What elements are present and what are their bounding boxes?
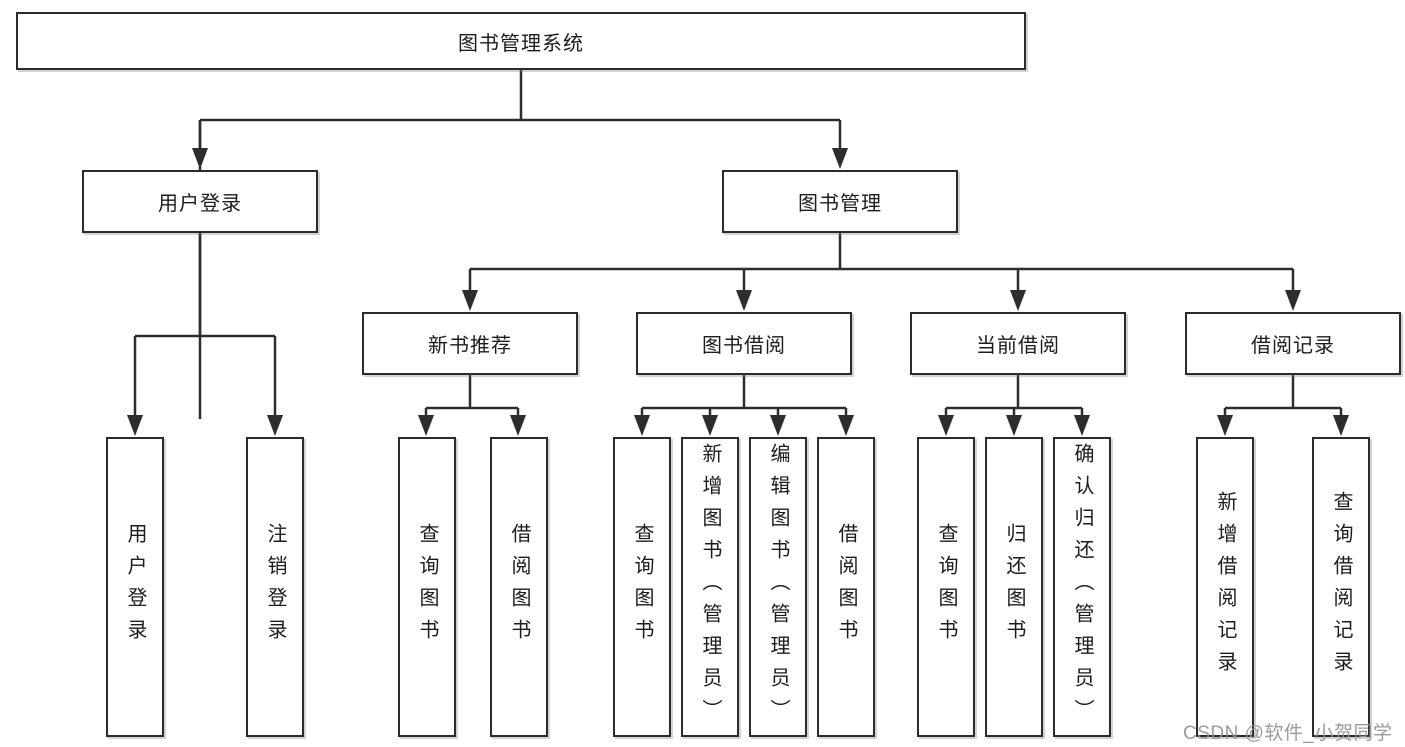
node-root-system: 图书管理系统	[16, 12, 1026, 70]
node-book-management-label: 图书管理	[798, 193, 882, 215]
leaf-confirm-return-admin-label: 确认归还（管理员）	[1071, 443, 1093, 731]
leaf-query-borrow-record: 查询借阅记录	[1312, 437, 1370, 737]
leaf-return-books: 归还图书	[985, 437, 1043, 737]
leaf-confirm-return-admin: 确认归还（管理员）	[1053, 437, 1111, 737]
leaf-recommend-borrow-books-label: 借阅图书	[508, 523, 530, 651]
leaf-recommend-query-books-label: 查询图书	[416, 523, 438, 651]
csdn-watermark: CSDN @软件_小贺同学	[1183, 723, 1393, 744]
node-current-borrow-label: 当前借阅	[976, 335, 1060, 357]
node-borrow-records-label: 借阅记录	[1251, 335, 1335, 357]
node-book-borrow: 图书借阅	[636, 312, 852, 375]
node-book-management: 图书管理	[722, 170, 958, 233]
leaf-borrow-query-books: 查询图书	[613, 437, 671, 737]
leaf-logout-label: 注销登录	[264, 523, 286, 651]
node-root-label: 图书管理系统	[458, 32, 584, 55]
leaf-borrow-books-label: 借阅图书	[835, 523, 857, 651]
leaf-add-borrow-record: 新增借阅记录	[1196, 437, 1254, 737]
leaf-logout: 注销登录	[246, 437, 304, 737]
leaf-current-query-books-label: 查询图书	[935, 523, 957, 651]
leaf-user-login-label: 用户登录	[124, 523, 146, 651]
node-new-book-recommend-label: 新书推荐	[428, 335, 512, 357]
leaf-user-login: 用户登录	[106, 437, 164, 737]
leaf-add-books-admin-label: 新增图书（管理员）	[699, 443, 721, 731]
node-borrow-records: 借阅记录	[1185, 312, 1401, 375]
node-book-borrow-label: 图书借阅	[702, 335, 786, 357]
node-user-login-label: 用户登录	[158, 193, 242, 215]
node-user-login: 用户登录	[82, 170, 318, 233]
leaf-current-query-books: 查询图书	[917, 437, 975, 737]
leaf-borrow-books: 借阅图书	[817, 437, 875, 737]
leaf-edit-books-admin-label: 编辑图书（管理员）	[767, 443, 789, 731]
node-current-borrow: 当前借阅	[910, 312, 1126, 375]
leaf-edit-books-admin: 编辑图书（管理员）	[749, 437, 807, 737]
leaf-recommend-borrow-books: 借阅图书	[490, 437, 548, 737]
leaf-add-books-admin: 新增图书（管理员）	[681, 437, 739, 737]
leaf-recommend-query-books: 查询图书	[398, 437, 456, 737]
leaf-query-borrow-record-label: 查询借阅记录	[1330, 491, 1352, 683]
node-new-book-recommend: 新书推荐	[362, 312, 578, 375]
leaf-return-books-label: 归还图书	[1003, 523, 1025, 651]
leaf-add-borrow-record-label: 新增借阅记录	[1214, 491, 1236, 683]
leaf-borrow-query-books-label: 查询图书	[631, 523, 653, 651]
